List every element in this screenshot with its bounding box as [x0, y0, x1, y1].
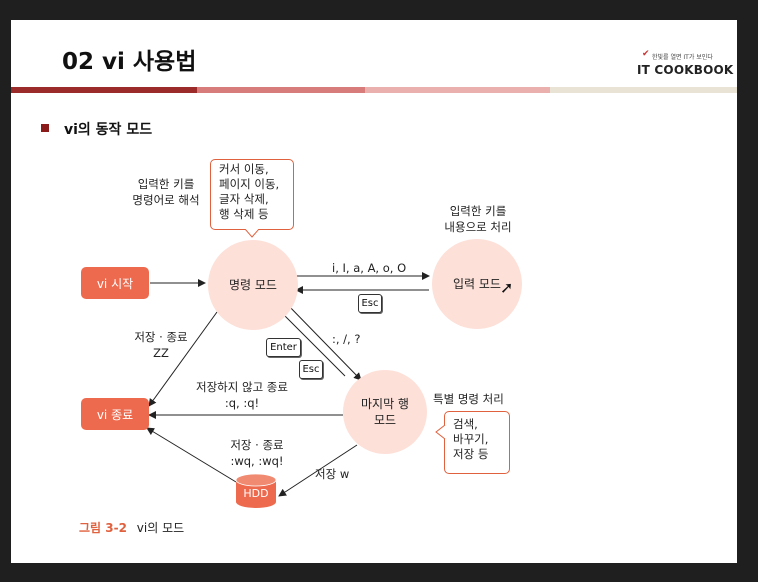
edge-label-quit-no-save: 저장하지 않고 종료 :q, :q!: [192, 380, 292, 411]
label-line: 저장 · 종료: [230, 438, 284, 452]
desc-line: 명령어로 해석: [132, 192, 200, 207]
arrow-lastline-to-command: [278, 309, 346, 377]
publisher-logo: ✔ 한빛를 열면 IT가 보인다 IT COOKBOOK: [636, 49, 736, 82]
edge-label-save-quit-zz: 저장 · 종료 ZZ: [131, 330, 191, 361]
note-line: 저장 등: [453, 446, 489, 461]
esc-key-last-line: Esc: [299, 360, 323, 379]
note-pointer-icon: [435, 425, 446, 439]
edge-label-save-quit-wq: 저장 · 종료 :wq, :wq!: [222, 438, 292, 469]
note-line: 행 삭제 등: [219, 206, 269, 221]
diagram-arrows: [146, 272, 430, 508]
logo-text: IT COOKBOOK: [637, 63, 734, 77]
note-line: 검색,: [453, 417, 478, 431]
vi-end-node: vi 종료: [81, 398, 149, 430]
header-bar-segment-3: [365, 87, 550, 93]
input-mode-node: 입력 모드: [432, 239, 522, 329]
last-line-desc: 특별 명령 처리: [433, 392, 504, 406]
desc-line: 입력한 키를: [137, 177, 195, 191]
slide: 02 vi 사용법 ✔ 한빛를 열면 IT가 보인다 IT COOKBOOK v…: [11, 20, 737, 563]
note-line: 페이지 이동,: [219, 176, 280, 191]
note-pointer-icon: [245, 229, 259, 238]
enter-key: Enter: [266, 338, 301, 357]
hdd-label: HDD: [243, 487, 269, 500]
header-bar-segment-1: [11, 87, 197, 93]
input-mode-desc: 입력한 키를 내용으로 처리: [433, 204, 523, 235]
note-line: 바꾸기,: [453, 431, 489, 446]
command-mode-note: 커서 이동, 페이지 이동, 글자 삭제, 행 삭제 등: [210, 159, 294, 230]
arrow-hdd-to-end: [146, 427, 237, 483]
figure-caption: 그림 3-2 vi의 모드: [79, 519, 184, 536]
desc-line: 내용으로 처리: [444, 219, 512, 234]
header-bar-segment-4: [550, 87, 737, 93]
caption-text: vi의 모드: [136, 521, 185, 535]
note-line: 커서 이동,: [219, 162, 269, 176]
label-line: 저장 · 종료: [134, 330, 188, 344]
logo-tagline: 한빛를 열면 IT가 보인다: [652, 54, 713, 61]
desc-line: 입력한 키를: [449, 204, 507, 218]
section-title: vi의 동작 모드: [64, 122, 153, 138]
arrow-command-to-end: [148, 311, 218, 407]
note-line: 글자 삭제,: [219, 191, 269, 206]
input-mode-label: 입력 모드: [453, 276, 501, 291]
last-line-label-1: 마지막 행: [361, 396, 409, 411]
last-line-note: 검색, 바꾸기, 저장 등: [444, 411, 510, 474]
arrow-lastline-to-hdd: [278, 444, 358, 497]
command-mode-desc: 입력한 키를 명령어로 해석: [131, 177, 201, 208]
vi-end-label: vi 종료: [96, 407, 134, 422]
label-line: 저장하지 않고 종료: [196, 380, 288, 394]
caption-number: 그림 3-2: [79, 521, 127, 535]
vi-start-label: vi 시작: [96, 276, 134, 291]
label-line: ZZ: [153, 345, 169, 360]
vi-start-node: vi 시작: [81, 267, 149, 299]
arrow-command-to-lastline: [284, 301, 362, 381]
hdd-cylinder-icon: [235, 473, 277, 508]
edge-label-to-last-line: :, /, ?: [332, 332, 361, 346]
command-mode-node: 명령 모드: [208, 240, 298, 330]
edge-label-to-input: i, I, a, A, o, O: [332, 261, 407, 275]
last-line-label-2: 모드: [373, 413, 397, 427]
command-mode-label: 명령 모드: [229, 277, 277, 292]
label-line: :q, :q!: [224, 395, 260, 410]
edge-label-save-w: 저장 w: [315, 467, 350, 481]
slide-title: 02 vi 사용법: [62, 49, 197, 75]
esc-key-input: Esc: [358, 294, 382, 313]
label-line: :wq, :wq!: [230, 453, 284, 468]
mouse-cursor-icon: ➚: [500, 278, 514, 297]
check-icon: ✔: [642, 49, 650, 59]
bullet-square-icon: [41, 124, 49, 132]
header-bar-segment-2: [197, 87, 365, 93]
last-line-mode-node: 마지막 행 모드: [343, 370, 427, 454]
